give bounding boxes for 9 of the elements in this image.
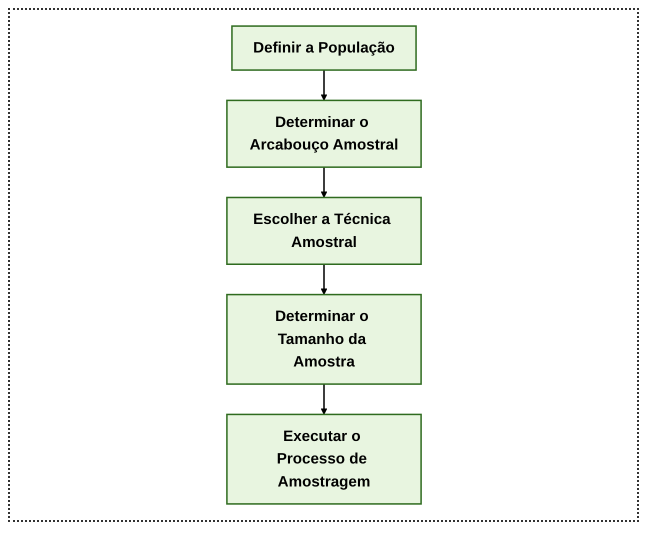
- node-box: Determinar o Arcabouço Amostral: [226, 100, 422, 168]
- arrow: [320, 167, 327, 198]
- node-box: Escolher a Técnica Amostral: [226, 196, 422, 265]
- arrow: [320, 70, 327, 101]
- node-box: Definir a População: [230, 25, 416, 71]
- node-box: Executar o Processo de Amostragem: [226, 414, 422, 505]
- node-box: Determinar o Tamanho da Amostra: [226, 294, 422, 385]
- arrow: [320, 264, 327, 295]
- arrow: [320, 384, 327, 415]
